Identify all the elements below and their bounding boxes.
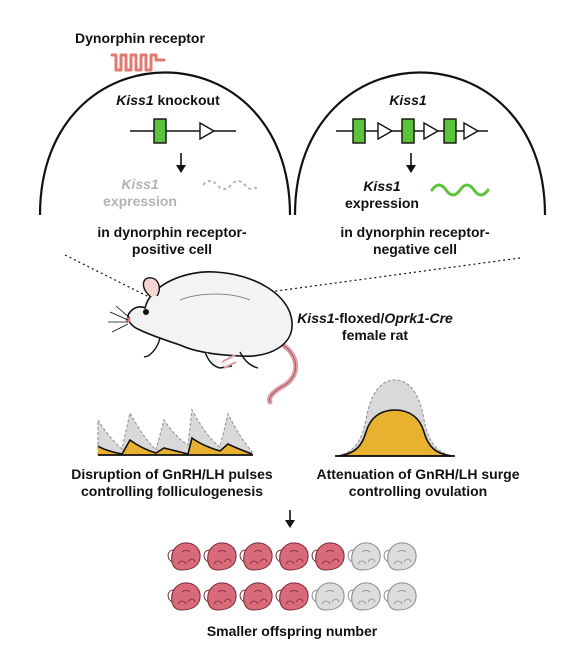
right-expression-label: Kiss1 expression xyxy=(345,178,419,212)
pup-icon xyxy=(203,582,237,611)
gene-exon-icon xyxy=(153,118,167,144)
rat-gene1: Kiss1 xyxy=(297,310,335,326)
receptor-label: Dynorphin receptor xyxy=(75,30,205,46)
pup-icon xyxy=(383,582,417,611)
right-cell-membrane xyxy=(293,71,547,216)
left-expression-label: Kiss1 expression xyxy=(103,176,177,210)
promoter-arrow-icon xyxy=(377,121,394,141)
pup-icon xyxy=(311,582,345,611)
right-expression-gene: Kiss1 xyxy=(363,178,401,194)
pulses-caption: Disruption of GnRH/LH pulses controlling… xyxy=(71,466,272,500)
down-arrow-icon xyxy=(406,153,416,173)
pup-icon xyxy=(275,582,309,611)
left-gene-name: Kiss1 xyxy=(116,92,154,108)
left-expression-gene: Kiss1 xyxy=(121,176,159,192)
pulse-profile-icon xyxy=(97,408,253,456)
right-caption-line1: in dynorphin receptor- xyxy=(340,224,490,240)
right-cell-title: Kiss1 xyxy=(389,92,427,108)
pulses-caption-line2: controlling folliculogenesis xyxy=(80,483,264,499)
promoter-arrow-icon xyxy=(199,121,216,141)
rat-label: Kiss1-floxed/Oprk1-Cre female rat xyxy=(297,310,453,344)
pup-icon xyxy=(239,582,273,611)
pup-icon xyxy=(167,542,201,571)
promoter-arrow-icon xyxy=(423,121,440,141)
right-caption-line2: negative cell xyxy=(372,241,458,257)
rat-gene2: Oprk1-Cre xyxy=(384,310,453,326)
pup-icon xyxy=(311,542,345,571)
offspring-group xyxy=(167,542,417,611)
rat-line2: female rat xyxy=(341,327,409,343)
expression-wave-icon xyxy=(202,180,260,190)
left-title-suffix: knockout xyxy=(153,92,220,108)
left-expression-word: expression xyxy=(103,193,177,209)
left-caption-line2: positive cell xyxy=(131,241,213,257)
pup-icon xyxy=(347,542,381,571)
surge-caption: Attenuation of GnRH/LH surge controlling… xyxy=(317,466,520,500)
right-gene-construct xyxy=(336,118,488,144)
rat-icon xyxy=(108,271,299,405)
surge-caption-line2: controlling ovulation xyxy=(348,483,488,499)
pup-icon xyxy=(167,582,201,611)
surge-profile-icon xyxy=(335,379,455,457)
left-cell-membrane xyxy=(38,71,292,216)
pup-icon xyxy=(347,582,381,611)
rat-line1: Kiss1-floxed/Oprk1-Cre xyxy=(297,310,453,327)
pup-icon xyxy=(239,542,273,571)
pup-icon xyxy=(383,542,417,571)
left-gene-construct xyxy=(130,118,236,144)
pulses-caption-line1: Disruption of GnRH/LH pulses xyxy=(71,466,273,482)
rat-mid: -floxed/ xyxy=(334,310,385,326)
left-caption-line1: in dynorphin receptor- xyxy=(97,224,247,240)
down-arrow-icon xyxy=(176,153,186,173)
surge-caption-line1: Attenuation of GnRH/LH surge xyxy=(316,466,520,482)
pup-icon xyxy=(275,542,309,571)
right-cell-caption: in dynorphin receptor- negative cell xyxy=(340,224,489,258)
left-cell-title: Kiss1 knockout xyxy=(116,92,219,108)
gene-exon-icon xyxy=(443,118,457,144)
receptor-icon xyxy=(110,53,166,72)
expression-wave-icon xyxy=(430,183,490,197)
right-expression-word: expression xyxy=(345,195,419,211)
zoom-line-left xyxy=(64,254,156,301)
gene-exon-icon xyxy=(401,118,415,144)
pup-icon xyxy=(203,542,237,571)
offspring-caption: Smaller offspring number xyxy=(206,623,378,639)
left-cell-caption: in dynorphin receptor- positive cell xyxy=(97,224,246,258)
down-arrow-icon xyxy=(285,510,295,528)
promoter-arrow-icon xyxy=(463,121,480,141)
gene-exon-icon xyxy=(352,118,366,144)
